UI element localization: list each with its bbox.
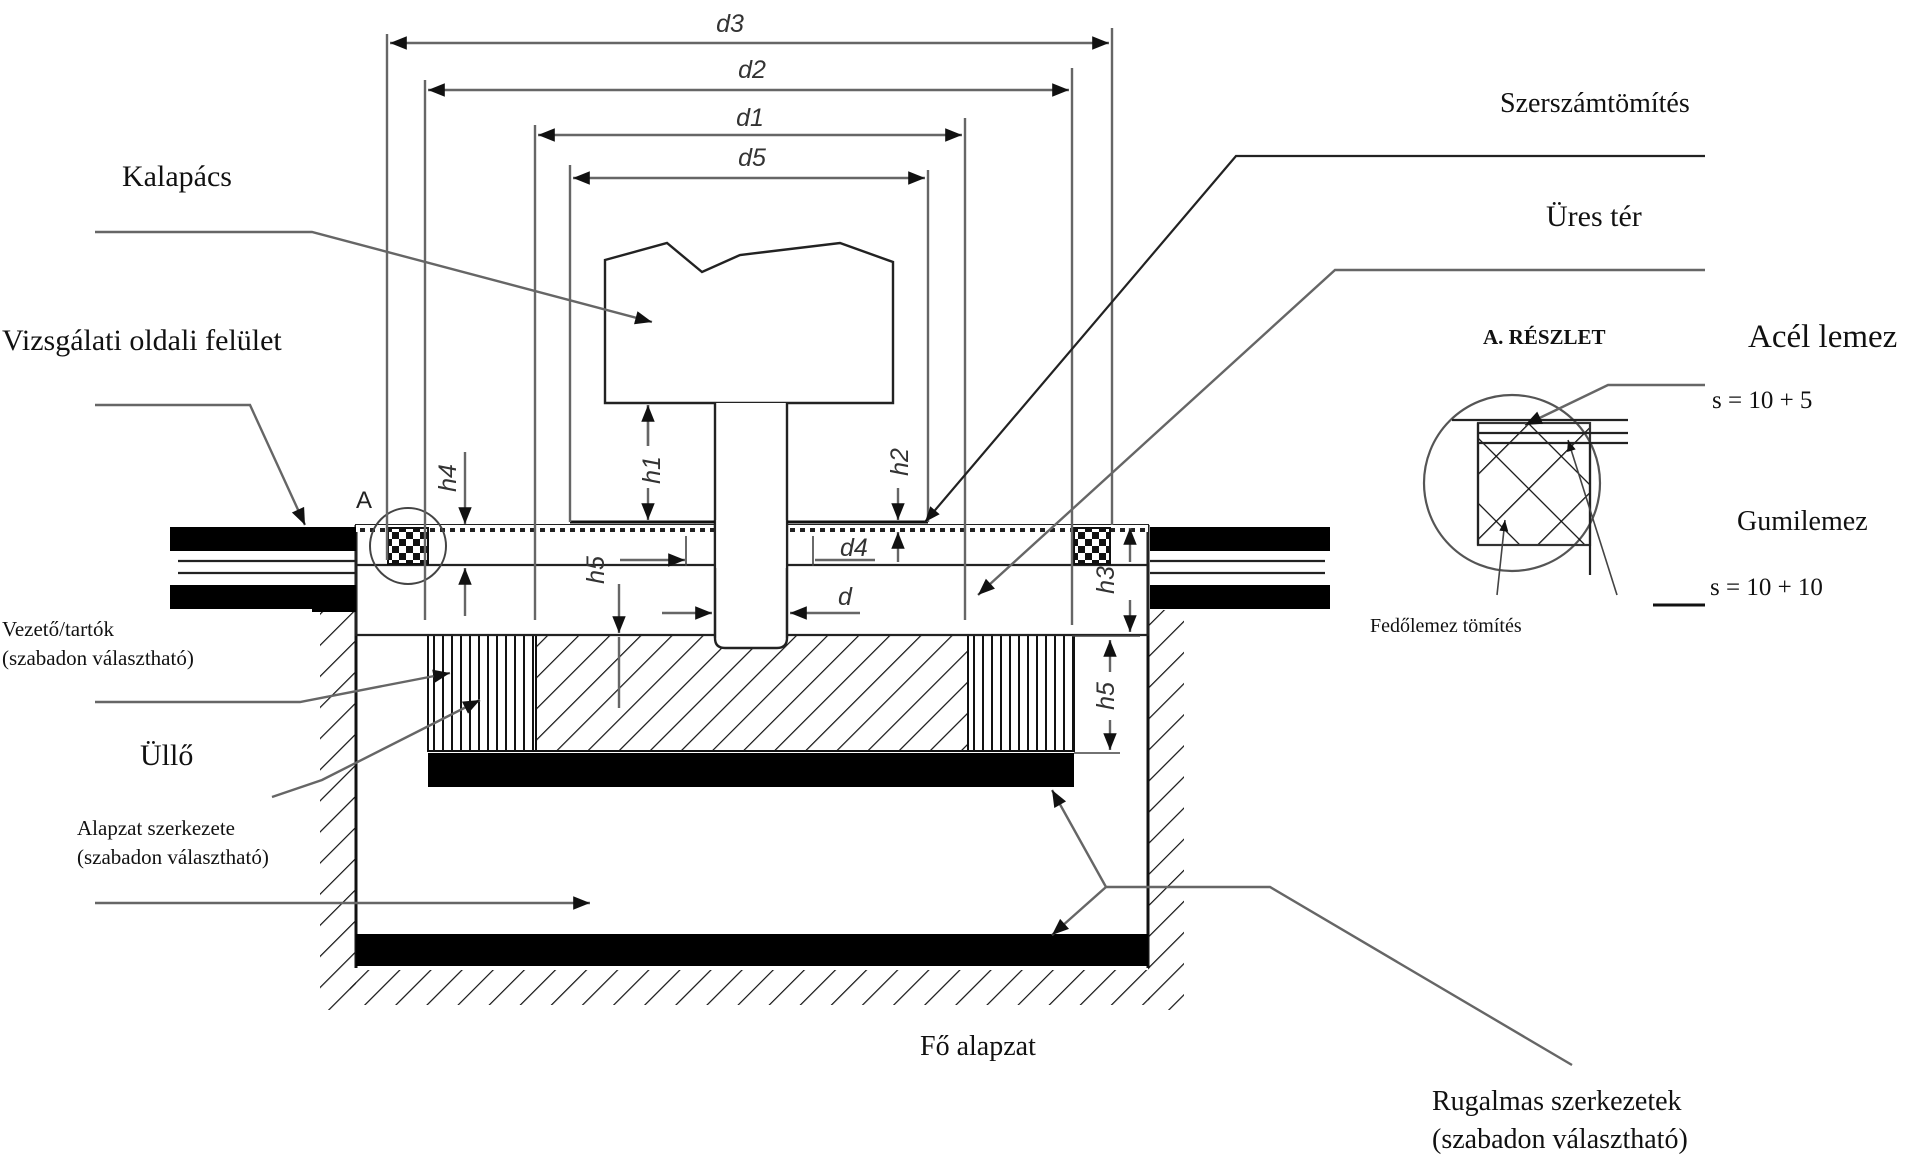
label-steel-plate: Acél lemez (1748, 319, 1897, 355)
dimension-d1: d1 (538, 104, 962, 142)
dimension-d4: d4 (620, 534, 875, 567)
dim-label-h1: h1 (638, 456, 666, 484)
dimension-extension-lines (385, 28, 1114, 625)
detail-a-inset: A. RÉSZLET Acél lemez s = 10 + 5 Gumilem… (1370, 319, 1897, 637)
label-test-surface: Vizsgálati oldali felület (2, 324, 282, 357)
label-tool-seal: Szerszámtömítés (1500, 88, 1690, 119)
label-guides-line1: Vezető/tartók (2, 617, 114, 641)
detail-title: A. RÉSZLET (1483, 325, 1606, 349)
dimension-h5-left: h5 (582, 556, 626, 708)
dim-label-d2: d2 (738, 56, 766, 84)
label-guides-line2: (szabadon választható) (2, 646, 194, 670)
dim-label-h5-right: h5 (1092, 682, 1120, 710)
label-rubber-plate: Gumilemez (1737, 506, 1868, 537)
detail-rubber-seal (1476, 421, 1592, 547)
right-test-surface-plates (1150, 527, 1330, 609)
dim-label-d5: d5 (738, 144, 766, 172)
dim-label-h5-left: h5 (582, 556, 610, 584)
label-rubber-plate-thickness: s = 10 + 10 (1710, 574, 1823, 601)
dimension-h5-right: h5 (1074, 640, 1120, 754)
detail-circle (1422, 393, 1602, 573)
anvil-body (535, 634, 969, 752)
label-anvil: Üllő (140, 739, 193, 772)
anvil-right-guide-block (967, 634, 1075, 752)
dimension-d: d (662, 583, 860, 620)
left-test-surface-plates (170, 527, 356, 612)
dimension-h1: h1 (638, 405, 666, 520)
dim-label-d1: d1 (736, 104, 764, 132)
dim-label-d4: d4 (840, 534, 868, 562)
label-steel-plate-thickness: s = 10 + 5 (1712, 387, 1812, 414)
dim-label-h3: h3 (1092, 566, 1120, 594)
dimension-h4: h4 (434, 452, 472, 616)
anvil-left-guide-block (427, 634, 537, 752)
leader-lines (95, 154, 1705, 1067)
anvil-base-plate (428, 753, 1074, 787)
rubber-seal-right (1073, 527, 1111, 565)
detail-a-circle (369, 507, 447, 585)
label-base-structure-line2: (szabadon választható) (77, 845, 269, 869)
dimension-d2: d2 (428, 56, 1069, 97)
dimension-h2: h2 (886, 448, 914, 562)
labels: Kalapács Vizsgálati oldali felület Szers… (2, 88, 1690, 1155)
dim-label-d3: d3 (716, 10, 744, 38)
dimension-d5: d5 (573, 144, 925, 185)
anvil-assembly (427, 634, 1075, 787)
dimension-d3: d3 (390, 10, 1109, 50)
label-elastic-line2: (szabadon választható) (1432, 1124, 1688, 1155)
dim-label-d: d (838, 583, 853, 611)
label-empty-space: Üres tér (1546, 200, 1642, 233)
hammer (603, 241, 895, 650)
label-base-structure-line1: Alapzat szerkezete (77, 816, 235, 840)
label-hammer: Kalapács (122, 160, 232, 193)
dimension-h3: h3 (1072, 528, 1140, 637)
dim-label-h4: h4 (434, 464, 462, 492)
label-cover-seal: Fedőlemez tömítés (1370, 615, 1522, 637)
foundation-base-plate (356, 934, 1148, 966)
hammer-head (603, 241, 895, 405)
label-elastic-line1: Rugalmas szerkezetek (1432, 1086, 1682, 1117)
label-main-foundation: Fő alapzat (920, 1031, 1036, 1062)
rubber-seal-left (387, 527, 429, 565)
detail-marker-a: A (356, 487, 372, 514)
dim-label-h2: h2 (886, 448, 914, 476)
